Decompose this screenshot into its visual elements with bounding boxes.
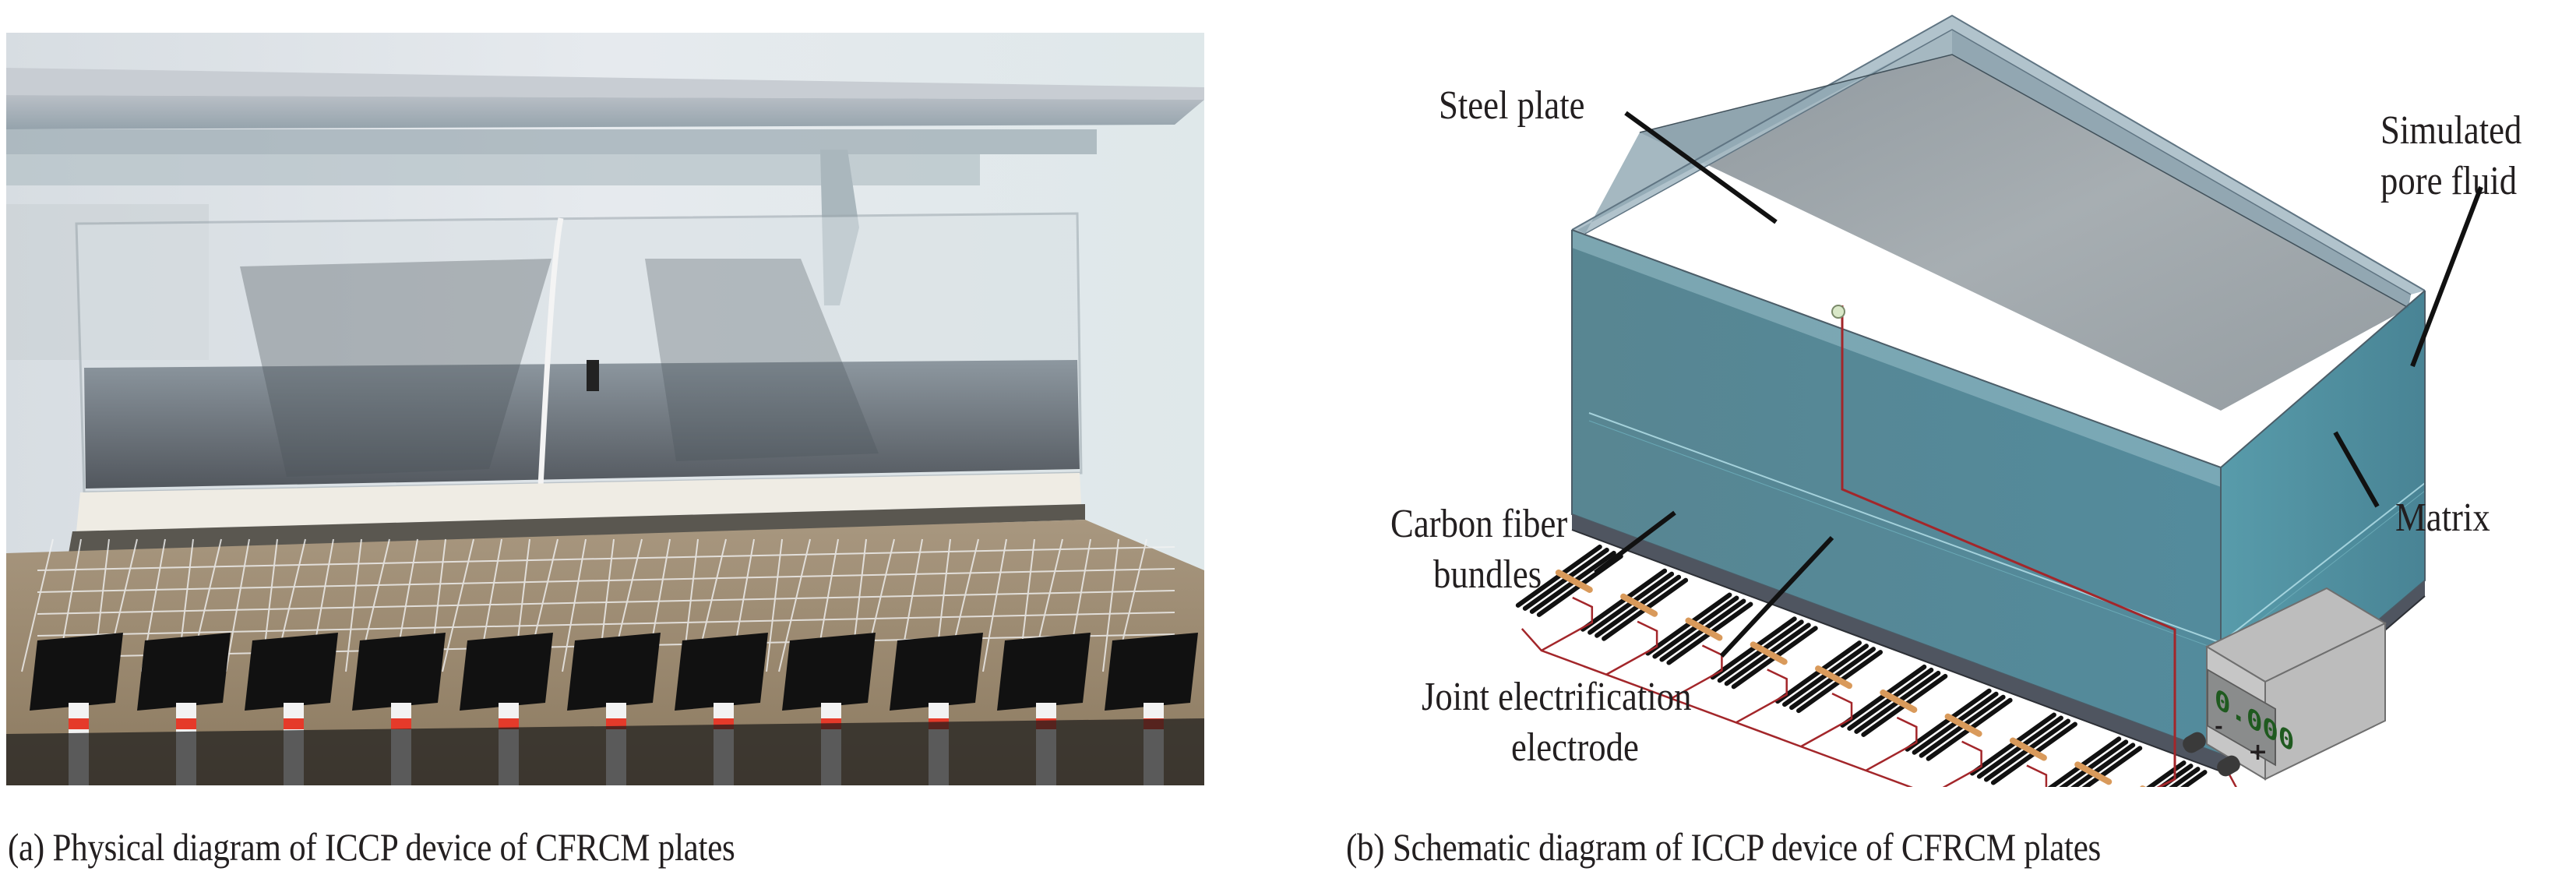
red-label <box>391 718 411 729</box>
anode-clip <box>587 360 599 391</box>
mesh-strand <box>778 538 811 672</box>
black-tape <box>567 633 661 711</box>
joint-electrode <box>2074 761 2113 785</box>
label-electrode-line2: electrode <box>1511 725 1639 770</box>
label-pore-fluid-line2: pore fluid <box>2380 159 2518 203</box>
branch-wire <box>2026 764 2048 787</box>
joint-electrode <box>1880 689 1918 713</box>
negative-terminal-label: - <box>2215 715 2223 739</box>
branch-wire <box>1670 644 1723 700</box>
mesh-strand <box>982 538 1007 672</box>
mesh-strand <box>562 538 587 672</box>
carbon-fiber-strand <box>2169 767 2201 787</box>
branch-wire <box>1736 669 1788 724</box>
mesh-strand <box>1102 538 1119 672</box>
mesh-strand <box>37 590 1175 615</box>
black-tape <box>460 633 553 711</box>
label-carbon-fiber-line2: bundles <box>1433 552 1542 597</box>
black-tape <box>245 633 338 711</box>
black-tape <box>890 633 983 711</box>
label-pore-fluid-line1: Simulated <box>2380 108 2522 153</box>
red-label <box>499 718 519 729</box>
black-tape <box>352 633 446 711</box>
label-electrode-line1: Joint electrification <box>1422 675 1692 719</box>
carbon-bundles-photo <box>6 633 1204 785</box>
anode-wire <box>1841 305 2176 787</box>
branch-wire <box>1800 693 1853 748</box>
branch-wire <box>1541 596 1594 652</box>
branch-wire <box>1942 740 1982 787</box>
joint-electrode <box>2009 737 2047 761</box>
joint-electrode <box>1555 569 1593 593</box>
mesh-strand <box>37 612 1175 637</box>
anode-connector <box>1831 305 1845 319</box>
label-carbon-fiber-line1: Carbon fiber <box>1390 502 1568 546</box>
joint-electrode <box>1620 593 1658 617</box>
black-tape <box>997 633 1091 711</box>
mesh-strand <box>225 538 250 672</box>
black-tape <box>675 633 768 711</box>
black-tape <box>30 633 123 711</box>
red-label <box>69 718 89 729</box>
branch-wire <box>1865 716 1918 772</box>
physical-photo <box>6 33 1204 785</box>
mesh-strand <box>37 546 1175 571</box>
black-tape <box>782 633 876 711</box>
cfrcm-plate-edge <box>69 504 1085 553</box>
mesh-strand <box>21 538 54 672</box>
schematic-diagram: 0.000 - + Steel plate Simulated pore flu… <box>1355 0 2576 787</box>
joint-electrode <box>1685 617 1723 641</box>
tank-water <box>84 360 1080 489</box>
photo-illustration <box>6 33 1204 785</box>
black-cloth <box>6 718 1204 785</box>
positive-terminal-label: + <box>2248 739 2268 766</box>
pore-fluid-front <box>1572 230 2221 754</box>
black-tape <box>1105 633 1198 711</box>
joint-electrode <box>1944 713 1982 737</box>
black-tape <box>137 633 231 711</box>
caption-panel-b: (b) Schematic diagram of ICCP device of … <box>1346 825 2102 869</box>
branch-wire <box>1605 620 1658 676</box>
carbon-fiber-strand <box>2180 770 2208 787</box>
red-label <box>284 718 304 729</box>
mesh-strand <box>37 568 1175 593</box>
steel-plate <box>1640 55 2409 411</box>
joint-electrode <box>1815 665 1853 690</box>
carbon-fiber-strand <box>2157 764 2194 787</box>
shelf-top <box>6 68 1204 100</box>
caption-panel-a: (a) Physical diagram of ICCP device of C… <box>8 825 735 869</box>
shelf-face <box>6 95 1204 129</box>
mesh-strand <box>766 538 783 672</box>
red-label <box>176 718 196 729</box>
label-matrix: Matrix <box>2395 496 2490 540</box>
tank-back-right-wall <box>1952 30 2411 308</box>
mesh-strand <box>345 538 362 672</box>
plate-sealant <box>76 473 1081 531</box>
cathode-bus-wire <box>1521 628 2237 787</box>
wiring <box>1521 596 2237 787</box>
label-steel-plate: Steel plate <box>1439 83 1585 128</box>
carbon-fiber-strand <box>2146 760 2187 787</box>
